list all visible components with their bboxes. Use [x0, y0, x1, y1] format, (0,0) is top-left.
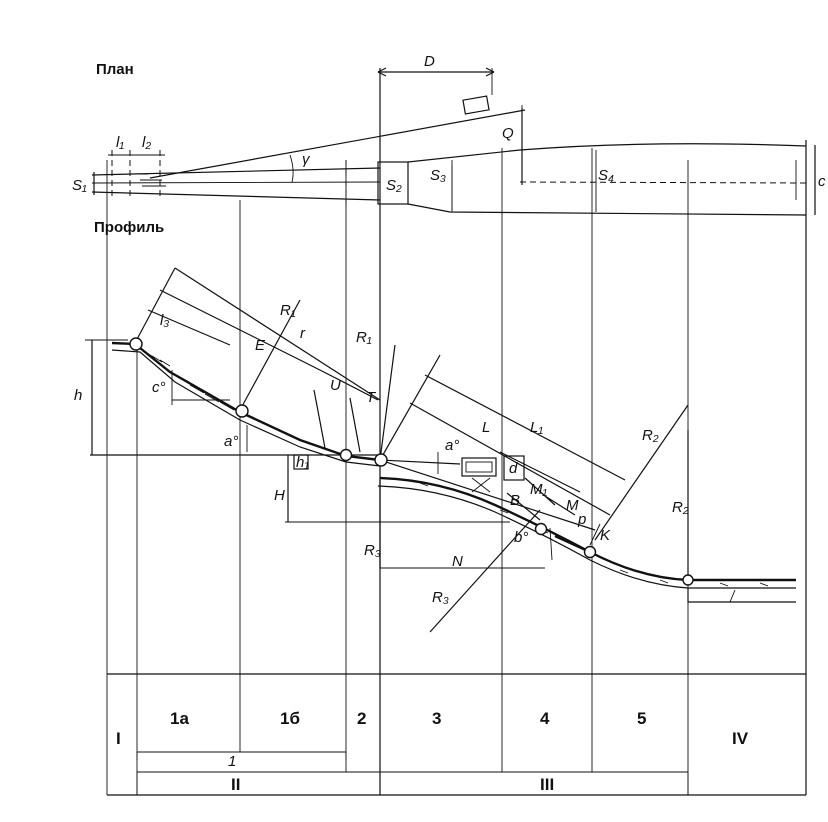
label-s3: S₃	[430, 167, 446, 184]
section-2: 2	[357, 709, 366, 728]
label-l1-cap: L₁	[530, 419, 543, 436]
section-labels: I 1а 1б 2 3 4 5 IV 1 II III	[116, 709, 749, 794]
label-u: U	[330, 377, 341, 394]
label-r-small: r	[300, 325, 306, 342]
label-l2: l₂	[142, 134, 151, 151]
label-a-deg-left: a°	[224, 433, 238, 450]
profile-labels: h l₃ c° E R₁ r R₁ U T a° H h₁ a° d L L₁ …	[74, 302, 689, 606]
vertical-section-lines	[106, 68, 807, 795]
label-s1: S₁	[72, 177, 87, 194]
label-m: M	[566, 497, 579, 514]
plan-heading: План	[96, 61, 134, 78]
section-1a: 1а	[170, 709, 189, 728]
section-5: 5	[637, 709, 646, 728]
label-h1: h₁	[296, 454, 309, 471]
label-p: p	[577, 511, 586, 528]
label-r2-b: R₂	[672, 499, 689, 516]
label-a-deg-right: a°	[445, 437, 459, 454]
label-d-small: d	[509, 460, 518, 477]
plan-view	[91, 67, 816, 216]
label-l-cap: L	[482, 419, 490, 436]
label-l1: l₁	[116, 134, 124, 151]
label-l3: l₃	[160, 312, 169, 329]
label-b-deg: b°	[514, 529, 528, 546]
label-r3-a: R₃	[364, 542, 381, 559]
label-h-cap: H	[274, 487, 285, 504]
bracket-1-label: 1	[228, 753, 236, 770]
label-r1-b: R₁	[356, 329, 372, 346]
label-t: T	[366, 389, 377, 406]
section-1b: 1б	[280, 709, 300, 728]
label-gamma: γ	[302, 151, 311, 168]
profile-view	[85, 267, 796, 633]
profile-heading: Профиль	[94, 219, 164, 236]
label-n: N	[452, 553, 463, 570]
section-3: 3	[432, 709, 441, 728]
bracket-ii-label: II	[231, 775, 240, 794]
label-s4: S₄	[598, 167, 614, 184]
label-b: B	[510, 492, 520, 509]
bracket-iii-label: III	[540, 775, 554, 794]
label-r1-a: R₁	[280, 302, 296, 319]
section-4: 4	[540, 709, 550, 728]
section-table	[107, 673, 806, 796]
label-r3-b: R₃	[432, 589, 449, 606]
label-r2-a: R₂	[642, 427, 659, 444]
label-h: h	[74, 387, 82, 404]
label-q: Q	[502, 125, 514, 142]
label-c-deg: c°	[152, 379, 166, 396]
section-i: I	[116, 729, 121, 748]
label-e: E	[255, 337, 266, 354]
label-k: K	[600, 527, 611, 544]
section-iv: IV	[732, 729, 749, 748]
label-c-right: c	[818, 173, 826, 190]
label-s2: S₂	[386, 177, 402, 194]
label-d: D	[424, 53, 435, 70]
label-m1: M₁	[530, 481, 547, 498]
plan-labels: l₁ l₂ S₁ S₂ S₃ S₄ D Q γ c	[72, 53, 826, 194]
